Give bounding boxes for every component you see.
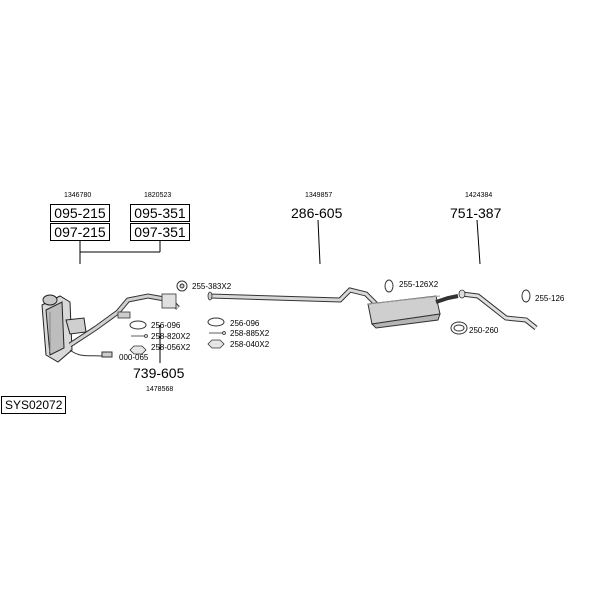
nut-icon	[129, 339, 225, 355]
bolt-icon	[131, 331, 226, 338]
part-label[interactable]: 256-096	[151, 321, 181, 330]
ref-1346780: 1346780	[64, 192, 92, 199]
part-label[interactable]: 258-885X2	[230, 329, 270, 338]
part-label[interactable]: 258-040X2	[230, 340, 270, 349]
part-code-286-605[interactable]: 286-605	[291, 205, 343, 221]
part-number-box[interactable]: 095-215	[50, 204, 110, 222]
part-label[interactable]: 256-096	[230, 319, 260, 328]
clamp-icon	[450, 321, 468, 335]
middle-pipe-icon	[207, 287, 378, 306]
ref-1820523: 1820523	[144, 192, 172, 199]
part-label[interactable]: 255-126	[535, 294, 565, 303]
ref-1349857: 1349857	[305, 192, 333, 199]
ref-1424384: 1424384	[465, 192, 493, 199]
part-label[interactable]: 000-065	[119, 353, 149, 362]
ref-1478568: 1478568	[146, 386, 174, 393]
rear-pipe-icon	[458, 289, 538, 330]
part-code-751-387[interactable]: 751-387	[450, 205, 502, 221]
part-label[interactable]: 255-383X2	[192, 282, 232, 291]
gasket-icon	[129, 317, 225, 330]
hanger-icon	[384, 279, 531, 303]
part-code-739-605[interactable]: 739-605	[133, 365, 185, 381]
front-pipe-icon	[68, 293, 180, 348]
part-number-box[interactable]: 097-215	[50, 223, 110, 241]
system-code-badge: SYS02072	[1, 396, 67, 414]
sensor-icon	[69, 349, 113, 358]
rubber-mount-icon	[176, 280, 188, 292]
part-label[interactable]: 258-820X2	[151, 332, 191, 341]
part-number-box[interactable]: 095-351	[130, 204, 190, 222]
leader-lines	[79, 219, 481, 363]
part-label[interactable]: 258-056X2	[151, 343, 191, 352]
catalytic-converter-icon	[41, 294, 87, 363]
silencer-icon	[367, 294, 459, 329]
part-label[interactable]: 250-260	[469, 326, 499, 335]
part-label[interactable]: 255-126X2	[399, 280, 439, 289]
part-number-box[interactable]: 097-351	[130, 223, 190, 241]
